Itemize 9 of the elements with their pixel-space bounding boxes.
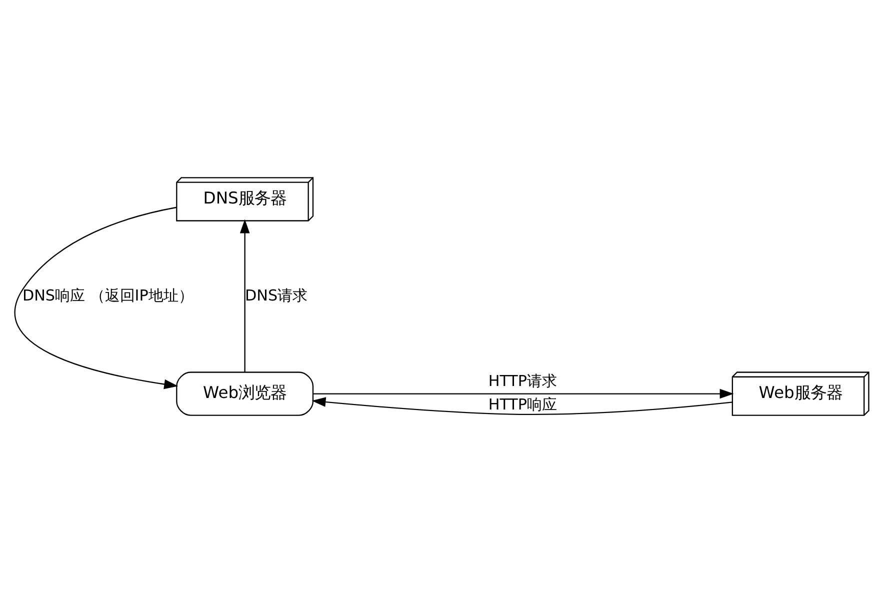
node-box: Web浏览器: [176, 371, 314, 416]
edge-label: DNS响应 （返回IP地址）: [22, 286, 194, 304]
edge-label: HTTP请求: [488, 372, 558, 390]
arrow: [312, 396, 732, 414]
arrow: [14, 206, 178, 389]
edge-label: HTTP响应: [488, 394, 558, 413]
arrow: [314, 388, 734, 398]
edge-label: DNS请求: [245, 286, 308, 304]
arrow: [240, 218, 250, 372]
